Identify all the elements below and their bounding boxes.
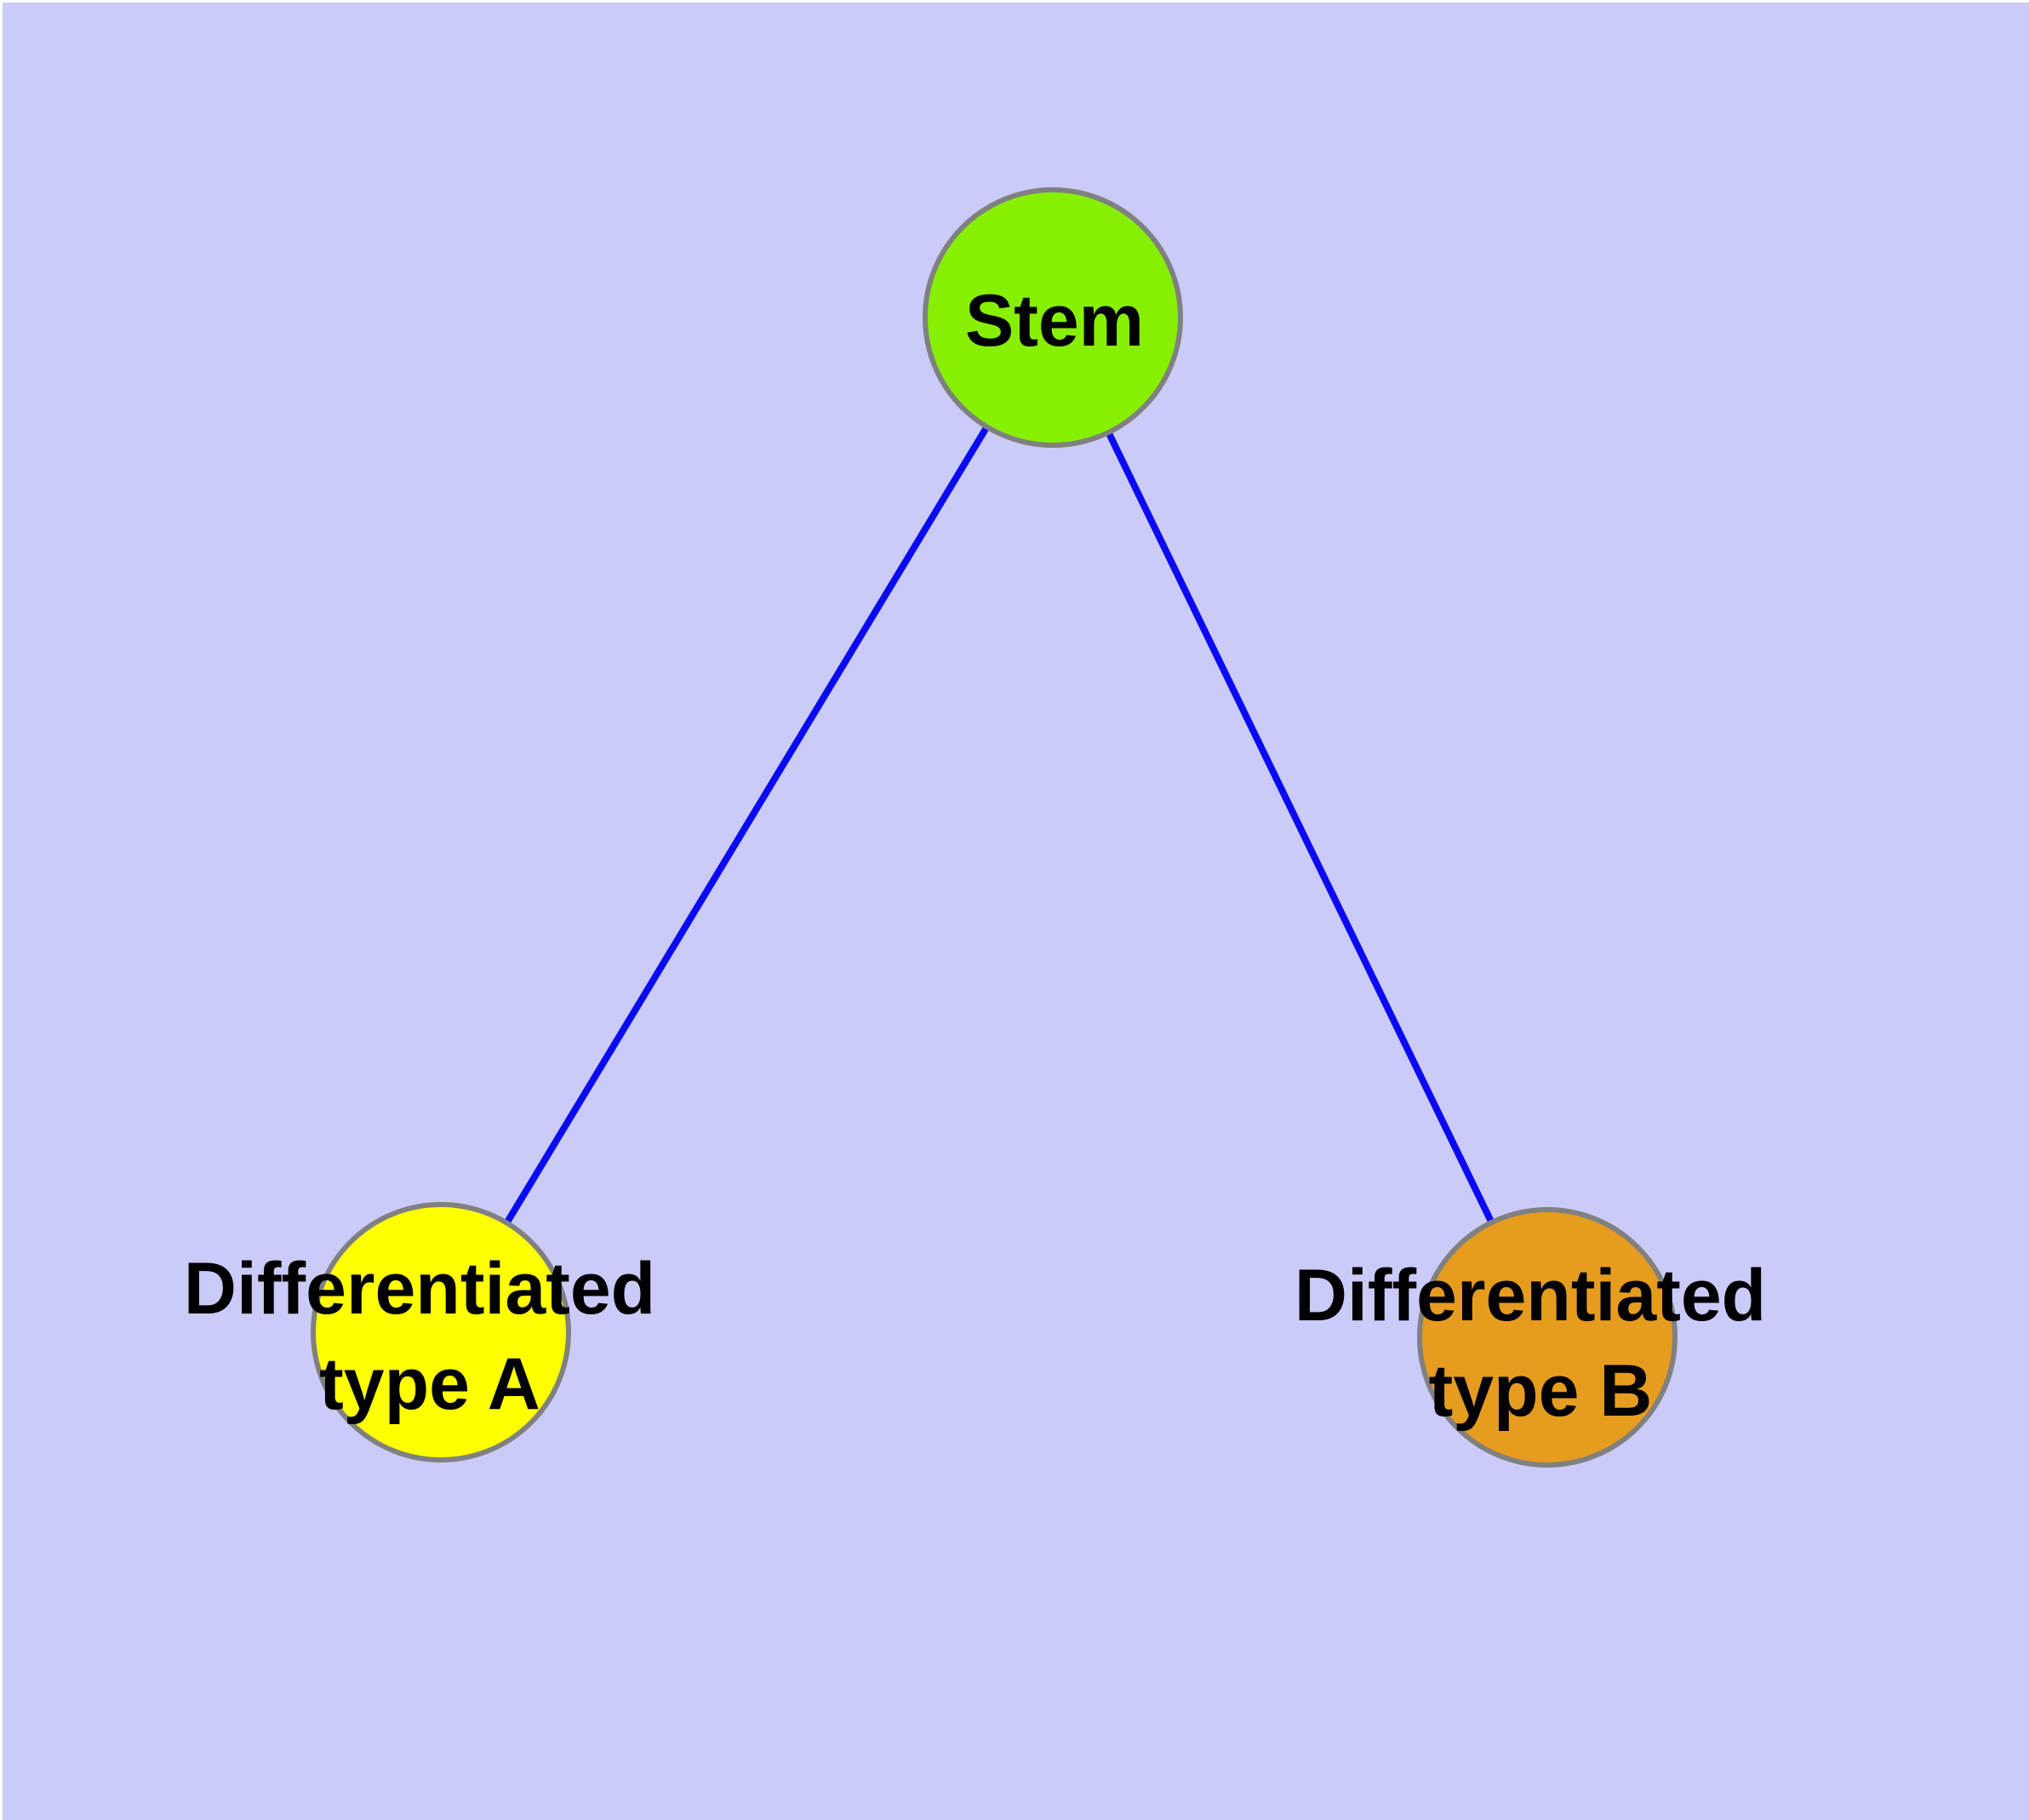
- node-differentiated-type-a-label: Differentiated type A: [184, 1248, 676, 1425]
- node-stem-label: Stem: [965, 280, 1144, 362]
- node-differentiated-type-b-label: Differentiated type B: [1295, 1255, 1786, 1432]
- edge-stem-to-type-a: [437, 314, 1056, 1336]
- node-stem: [923, 187, 1183, 448]
- node-differentiated-type-b-label-line2: type B: [1429, 1350, 1653, 1432]
- node-differentiated-type-a-label-line2: type A: [319, 1343, 540, 1425]
- node-differentiated-type-b-label-line1: Differentiated: [1295, 1255, 1766, 1336]
- node-differentiated-type-a-label-line1: Differentiated: [184, 1248, 655, 1330]
- node-differentiated-type-b: [1417, 1207, 1677, 1468]
- edge-stem-to-type-b: [1049, 314, 1551, 1341]
- node-differentiated-type-a: [311, 1202, 571, 1462]
